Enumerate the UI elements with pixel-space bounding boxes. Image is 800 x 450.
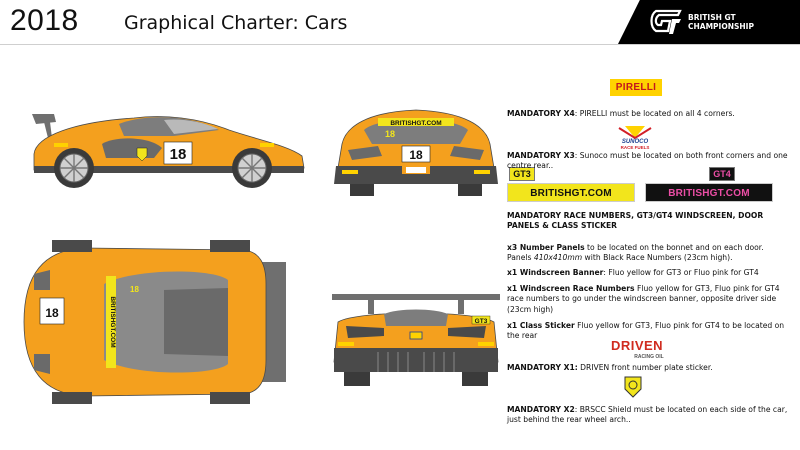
windscreen-banner-rule: x1 Windscreen Banner: Fluo yellow for GT…: [507, 268, 759, 277]
top-windscreen-number: 18: [130, 285, 139, 294]
british-gt-logo: BRITISH GT CHAMPIONSHIP: [618, 0, 800, 44]
windscreen-race-numbers-rule: x1 Windscreen Race Numbers Fluo yellow f…: [507, 284, 780, 314]
page-title: Graphical Charter: Cars: [124, 12, 348, 34]
driven-rule: MANDATORY X1: DRIVEN front number plate …: [507, 363, 713, 372]
windscreen-race-number: 18: [385, 129, 395, 139]
race-numbers-heading: MANDATORY RACE NUMBERS, GT3/GT4 WINDSCRE…: [507, 211, 764, 231]
class-sticker-rule: x1 Class Sticker Fluo yellow for GT3, Fl…: [507, 321, 785, 341]
front-windscreen-text: BRITISHGT.COM: [390, 120, 441, 127]
sunoco-logo: SUNOCO RACE FUELS: [618, 126, 652, 150]
top-bonnet-number: 18: [45, 306, 59, 320]
top-windscreen-text: BRITISHGT.COM: [109, 296, 116, 347]
brscc-rule: MANDATORY X2: BRSCC Shield must be locat…: [507, 405, 788, 425]
sunoco-rule: MANDATORY X3: Sunoco must be located on …: [507, 151, 788, 171]
car-top-view: 18 BRITISHGT.COM 18: [23, 240, 286, 404]
car-side-view: 18: [32, 114, 305, 188]
car-rear-view: GT3: [332, 294, 500, 386]
gt4-windscreen-banner: BRITISHGT.COM: [645, 183, 773, 202]
front-bonnet-number: 18: [409, 148, 423, 162]
svg-text:RACING OIL: RACING OIL: [634, 354, 663, 360]
gt3-class-tag: GT3: [509, 167, 535, 181]
page-header: 2018 Graphical Charter: Cars BRITISH GT …: [0, 0, 800, 44]
svg-text:RACE FUELS: RACE FUELS: [621, 145, 650, 150]
driven-logo: DRIVEN RACING OIL: [611, 338, 664, 360]
gt4-class-tag: GT4: [709, 167, 735, 181]
gt-logo-icon: [650, 9, 682, 34]
pirelli-rule: MANDATORY X4: PIRELLI must be located on…: [507, 109, 735, 118]
header-divider: [0, 44, 800, 45]
side-race-number: 18: [170, 146, 187, 163]
year-label: 2018: [10, 4, 79, 37]
rear-class-sticker: GT3: [475, 318, 488, 325]
svg-text:DRIVEN: DRIVEN: [611, 338, 663, 353]
logo-text: BRITISH GT CHAMPIONSHIP: [688, 13, 754, 31]
svg-text:SUNOCO: SUNOCO: [622, 139, 649, 145]
pirelli-logo: PIRELLI: [610, 79, 662, 96]
car-front-view: BRITISHGT.COM 18 18: [334, 109, 498, 196]
number-panels-rule: x3 Number Panels to be located on the bo…: [507, 243, 764, 263]
brscc-shield-icon: [624, 376, 642, 398]
gt3-windscreen-banner: BRITISHGT.COM: [507, 183, 635, 202]
